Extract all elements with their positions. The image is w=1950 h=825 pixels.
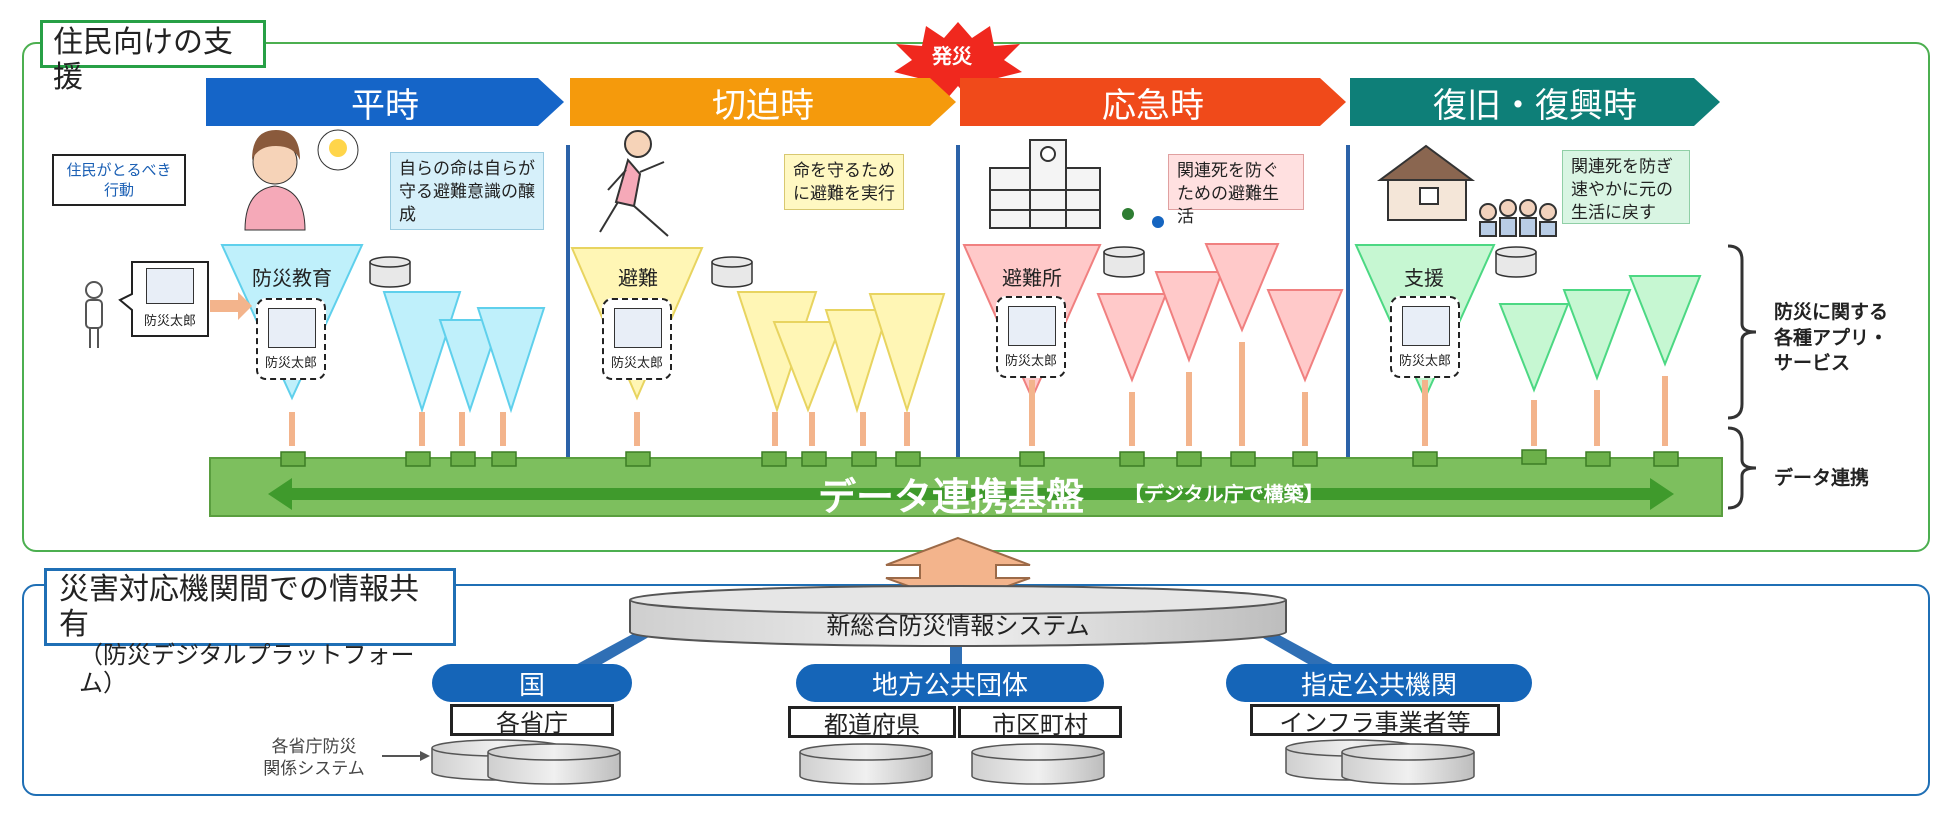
resident-card: 防災太郎 bbox=[134, 266, 206, 334]
phase-recovery: 復旧・復興時 bbox=[1350, 78, 1720, 126]
resident-support-title: 住民向けの支援 bbox=[40, 20, 266, 94]
persona-name: 防災太郎 bbox=[264, 356, 317, 371]
platform-note: 【デジタル庁で構築】 bbox=[1124, 482, 1324, 506]
resident-action-label: 住民がとるべき 行動 bbox=[52, 154, 186, 206]
link-bar-infra bbox=[1256, 630, 1340, 672]
agency-sharing-subtitle: （防災デジタルプラットフォーム） bbox=[79, 641, 415, 697]
member-ministries: 各省庁 bbox=[450, 704, 614, 737]
group-local-government: 地方公共団体 bbox=[796, 664, 1104, 702]
integrated-system-label: 新総合防災情報システム bbox=[826, 612, 1090, 640]
integrated-system-cylinder bbox=[629, 585, 1287, 647]
platform-title: データ連携基盤 bbox=[818, 475, 1085, 519]
connector-nodes bbox=[280, 449, 1679, 467]
connection-arrows bbox=[289, 342, 1668, 446]
note-emergency: 関連死を防ぐための避難生活 bbox=[1168, 154, 1304, 227]
profile-card-icon bbox=[268, 308, 316, 348]
legacy-pointer-arrowhead bbox=[420, 751, 430, 761]
profile-card-icon bbox=[146, 268, 194, 304]
profile-card-icon bbox=[1402, 306, 1450, 346]
phase-emergency: 応急時 bbox=[960, 78, 1346, 126]
persona-card-emergency: 防災太郎 bbox=[996, 296, 1066, 378]
link-bar-local bbox=[950, 640, 962, 668]
member-prefectures: 都道府県 bbox=[788, 706, 956, 739]
phase-imminent: 切迫時 bbox=[570, 78, 956, 126]
data-bracket bbox=[1727, 426, 1757, 510]
service-label-education: 防災教育 bbox=[252, 266, 332, 290]
profile-card-icon bbox=[614, 308, 662, 348]
link-bar-country bbox=[570, 630, 654, 672]
member-infrastructure: インフラ事業者等 bbox=[1250, 704, 1500, 737]
persona-name: 防災太郎 bbox=[1004, 354, 1057, 369]
service-label-support: 支援 bbox=[1404, 266, 1444, 290]
agency-sharing-title: 災害対応機関間での情報共有 （防災デジタルプラットフォーム） bbox=[44, 568, 456, 696]
note-imminent: 命を守るために避難を実行 bbox=[784, 154, 904, 210]
data-platform-bar bbox=[209, 457, 1723, 517]
group-designated-public: 指定公共機関 bbox=[1226, 664, 1532, 702]
bracket-label-data: データ連携 bbox=[1774, 467, 1870, 489]
phase-normal: 平時 bbox=[206, 78, 564, 126]
persona-name: 防災太郎 bbox=[1398, 354, 1451, 369]
resident-arrow bbox=[210, 292, 252, 320]
member-municipalities: 市区町村 bbox=[958, 706, 1122, 739]
running-person-icon bbox=[599, 130, 669, 237]
legacy-system-label: 各省庁防災 関係システム bbox=[263, 737, 365, 780]
note-recovery: 関連死を防ぎ速やかに元の生活に戻す bbox=[1562, 150, 1690, 224]
service-label-evacuation: 避難 bbox=[618, 266, 658, 290]
persona-card-recovery: 防災太郎 bbox=[1390, 296, 1460, 378]
database-icon bbox=[369, 246, 1537, 288]
service-label-shelter: 避難所 bbox=[1002, 266, 1062, 290]
agency-sharing-heading: 災害対応機関間での情報共有 bbox=[59, 572, 419, 642]
profile-card-icon bbox=[1008, 306, 1056, 346]
resident-person-icon bbox=[85, 281, 103, 348]
disaster-burst-label: 発災 bbox=[932, 44, 972, 68]
bracket-label-apps: 防災に関する 各種アプリ・ サービス bbox=[1774, 301, 1889, 375]
damaged-house-icon bbox=[1376, 144, 1557, 237]
evacuation-building-icon bbox=[989, 139, 1164, 229]
group-country: 国 bbox=[432, 664, 632, 702]
woman-with-phone-icon bbox=[244, 129, 359, 231]
persona-card-normal: 防災太郎 bbox=[256, 298, 326, 380]
apps-bracket bbox=[1727, 244, 1757, 420]
persona-card-imminent: 防災太郎 bbox=[602, 298, 672, 380]
legacy-system-cylinders bbox=[431, 739, 1475, 785]
persona-name: 防災太郎 bbox=[610, 356, 663, 371]
platform-double-arrow bbox=[268, 478, 1674, 510]
persona-name: 防災太郎 bbox=[143, 314, 196, 329]
note-normal: 自らの命は自らが守る避難意識の醸成 bbox=[390, 152, 544, 230]
